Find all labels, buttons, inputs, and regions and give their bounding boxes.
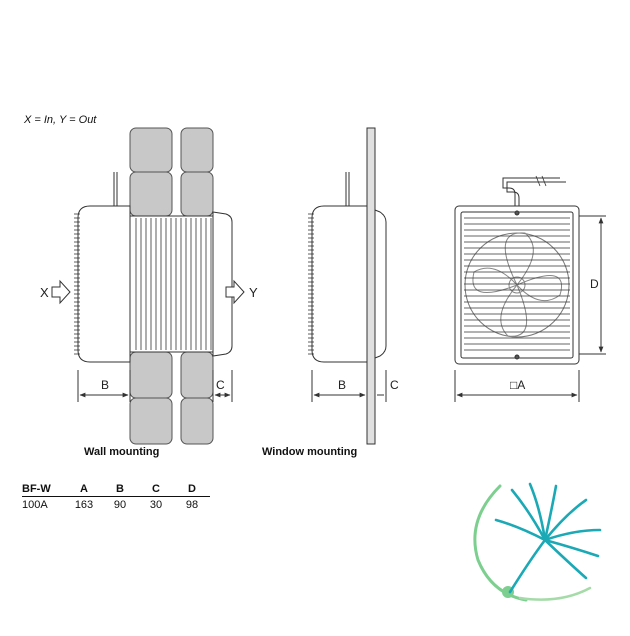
wall-mounting-caption: Wall mounting bbox=[84, 446, 160, 458]
table-cell-d: 98 bbox=[185, 499, 199, 511]
flow-legend: X = In, Y = Out bbox=[24, 114, 97, 126]
table-header-row: BF-W A B C D bbox=[22, 482, 210, 497]
window-glass bbox=[366, 127, 376, 445]
wall-mounting-diagram bbox=[51, 127, 245, 445]
window-dim-b-label: B bbox=[338, 378, 346, 392]
window-mounting-diagram bbox=[308, 127, 387, 445]
front-view-diagram bbox=[454, 175, 606, 402]
table-header-a: A bbox=[66, 482, 102, 497]
table-header-b: B bbox=[102, 482, 138, 497]
wall-bricks bbox=[129, 127, 214, 445]
table-cell-b: 90 bbox=[113, 499, 127, 511]
out-arrow-icon bbox=[225, 279, 245, 305]
table-cell-a: 163 bbox=[74, 499, 94, 511]
table-header-d: D bbox=[174, 482, 210, 497]
wall-fan-housing bbox=[77, 205, 131, 363]
window-mounting-caption: Window mounting bbox=[262, 446, 358, 458]
dandelion-logo-icon bbox=[473, 482, 602, 602]
front-dim-a-label: □A bbox=[510, 378, 525, 392]
table-header-model: BF-W bbox=[22, 482, 66, 497]
table-cell-c: 30 bbox=[149, 499, 163, 511]
table-header-c: C bbox=[138, 482, 174, 497]
wall-duct-tube bbox=[129, 215, 214, 353]
table-cell-model: 100A bbox=[22, 499, 48, 511]
window-dim-c-label: C bbox=[390, 378, 399, 392]
table-row: 100A 163 90 30 98 bbox=[22, 497, 210, 514]
out-label: Y bbox=[249, 285, 258, 300]
dimensions-table: BF-W A B C D 100A 163 90 30 98 bbox=[22, 482, 210, 513]
window-fan-housing bbox=[311, 205, 368, 363]
wall-fan-grille bbox=[74, 213, 80, 355]
in-label: X bbox=[40, 285, 49, 300]
wall-dim-c-label: C bbox=[216, 378, 225, 392]
front-dim-d-label: D bbox=[590, 277, 599, 291]
wall-dim-b-label: B bbox=[101, 378, 109, 392]
in-arrow-icon bbox=[51, 279, 71, 305]
